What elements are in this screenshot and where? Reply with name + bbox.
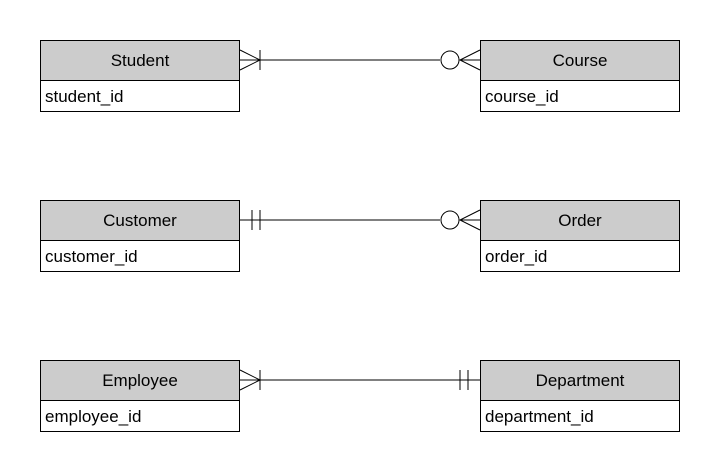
entity-order[interactable]: Order order_id — [480, 200, 680, 272]
entity-name: Course — [481, 41, 679, 81]
entity-attribute: department_id — [485, 406, 594, 426]
entity-employee[interactable]: Employee employee_id — [40, 360, 240, 432]
entity-attribute: course_id — [485, 86, 559, 106]
entity-attribute: student_id — [45, 86, 124, 106]
relationship-employee-department — [239, 369, 480, 391]
entity-name: Department — [481, 361, 679, 401]
relationship-student-course — [239, 49, 481, 71]
relationship-customer-order — [240, 209, 481, 231]
entity-name: Customer — [41, 201, 239, 241]
entity-name: Order — [481, 201, 679, 241]
entity-attribute: employee_id — [45, 406, 142, 426]
entity-attribute: customer_id — [45, 246, 138, 266]
entity-attribute: order_id — [485, 246, 548, 266]
circle-right — [440, 210, 460, 230]
circle-right — [440, 50, 460, 70]
entity-name: Student — [41, 41, 239, 81]
entity-student[interactable]: Student student_id — [40, 40, 240, 112]
entity-customer[interactable]: Customer customer_id — [40, 200, 240, 272]
entity-department[interactable]: Department department_id — [480, 360, 680, 432]
entity-name: Employee — [41, 361, 239, 401]
entity-course[interactable]: Course course_id — [480, 40, 680, 112]
